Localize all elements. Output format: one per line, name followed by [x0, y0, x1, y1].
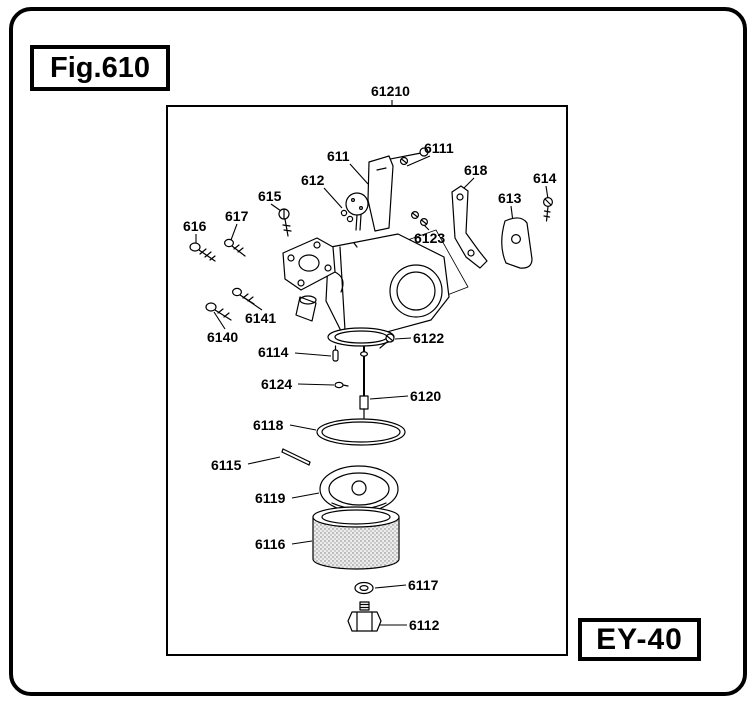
figure-label-box: Fig.610 — [30, 45, 170, 91]
part-label-6122: 6122 — [413, 330, 445, 346]
diagram-frame — [166, 105, 568, 656]
part-label-615: 615 — [258, 188, 282, 204]
page-border — [9, 7, 747, 696]
part-label-613: 613 — [498, 190, 522, 206]
part-label-612: 612 — [301, 172, 325, 188]
part-label-6117: 6117 — [408, 577, 439, 593]
part-label-6116: 6116 — [255, 536, 286, 552]
part-label-6115: 6115 — [211, 457, 242, 473]
part-label-6123: 6123 — [414, 230, 446, 246]
assembly-label-61210: 61210 — [371, 83, 410, 99]
part-label-6111: 6111 — [424, 140, 454, 156]
part-label-6118: 6118 — [253, 417, 284, 433]
part-label-617: 617 — [225, 208, 249, 224]
part-label-616: 616 — [183, 218, 207, 234]
part-label-6141: 6141 — [245, 310, 277, 326]
part-label-6124: 6124 — [261, 376, 293, 392]
part-label-6140: 6140 — [207, 329, 239, 345]
part-label-6114: 6114 — [258, 344, 289, 360]
part-label-614: 614 — [533, 170, 557, 186]
figure-label: Fig.610 — [50, 51, 150, 84]
part-label-6120: 6120 — [410, 388, 442, 404]
part-label-6119: 6119 — [255, 490, 286, 506]
model-label: EY-40 — [596, 622, 683, 656]
model-label-box: EY-40 — [578, 618, 701, 661]
part-label-6112: 6112 — [409, 617, 440, 633]
part-label-618: 618 — [464, 162, 488, 178]
part-label-611: 611 — [327, 148, 350, 164]
